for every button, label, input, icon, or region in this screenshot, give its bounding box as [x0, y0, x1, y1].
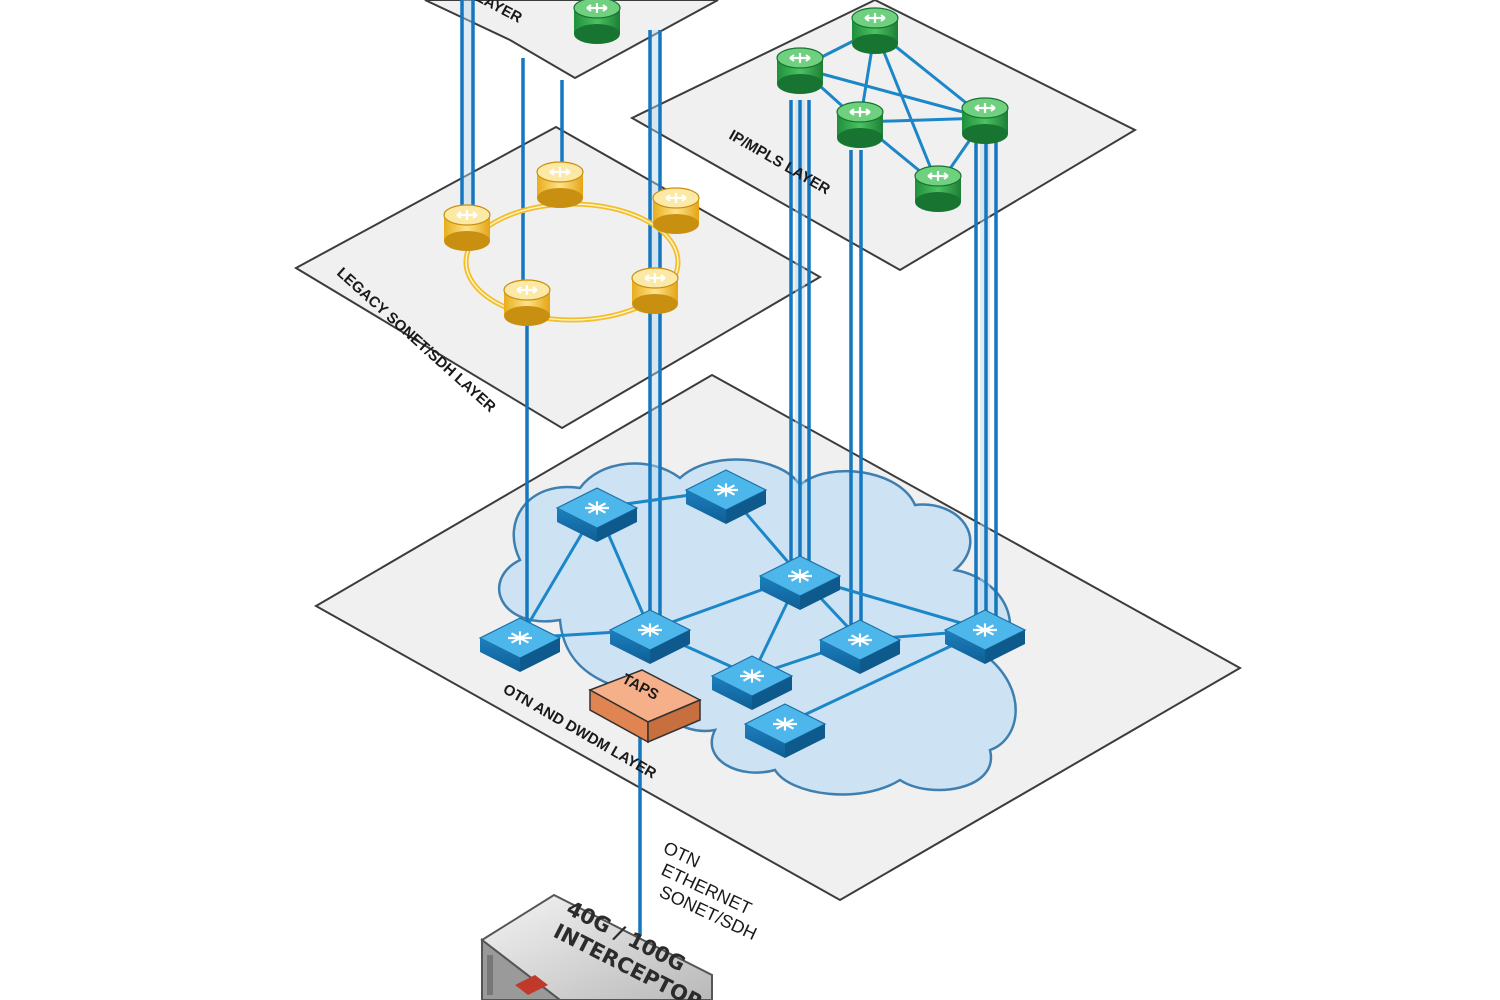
- otn-switch-1[interactable]: [555, 487, 639, 542]
- otn-switch-4[interactable]: [608, 609, 692, 664]
- otn-switch-8[interactable]: [710, 655, 794, 710]
- otn-switch-7[interactable]: [943, 609, 1027, 664]
- sonet-adm-1[interactable]: [443, 204, 491, 251]
- ip-router-4[interactable]: [961, 97, 1009, 144]
- protocol-list: OTN ETHERNET SONET/SDH: [656, 837, 760, 944]
- sonet-adm-3[interactable]: [652, 187, 700, 234]
- top-layer-plane: [424, 0, 719, 80]
- otn-switch-5[interactable]: [478, 617, 562, 672]
- interceptor-appliance[interactable]: 40G / 100G INTERCEPTOR: [480, 893, 713, 1000]
- sonet-adm-5[interactable]: [503, 279, 551, 326]
- otn-cloud: [498, 458, 1017, 796]
- otn-switch-2[interactable]: [684, 469, 768, 524]
- ip-router-top-layer[interactable]: [573, 0, 621, 44]
- sonet-adm-2[interactable]: [536, 161, 584, 208]
- sonet-adm-4[interactable]: [631, 267, 679, 314]
- ip-router-5[interactable]: [914, 165, 962, 212]
- otn-switch-6[interactable]: [818, 619, 902, 674]
- vertical-links: [460, 0, 998, 935]
- ip-router-2[interactable]: [851, 7, 899, 54]
- otn-switch-3[interactable]: [758, 555, 842, 610]
- ip-router-1[interactable]: [776, 47, 824, 94]
- sonet-layer-plane: [293, 125, 823, 430]
- otn-switch-9[interactable]: [743, 703, 827, 758]
- taps-box[interactable]: TAPS: [588, 669, 702, 744]
- ip-router-3[interactable]: [836, 101, 884, 148]
